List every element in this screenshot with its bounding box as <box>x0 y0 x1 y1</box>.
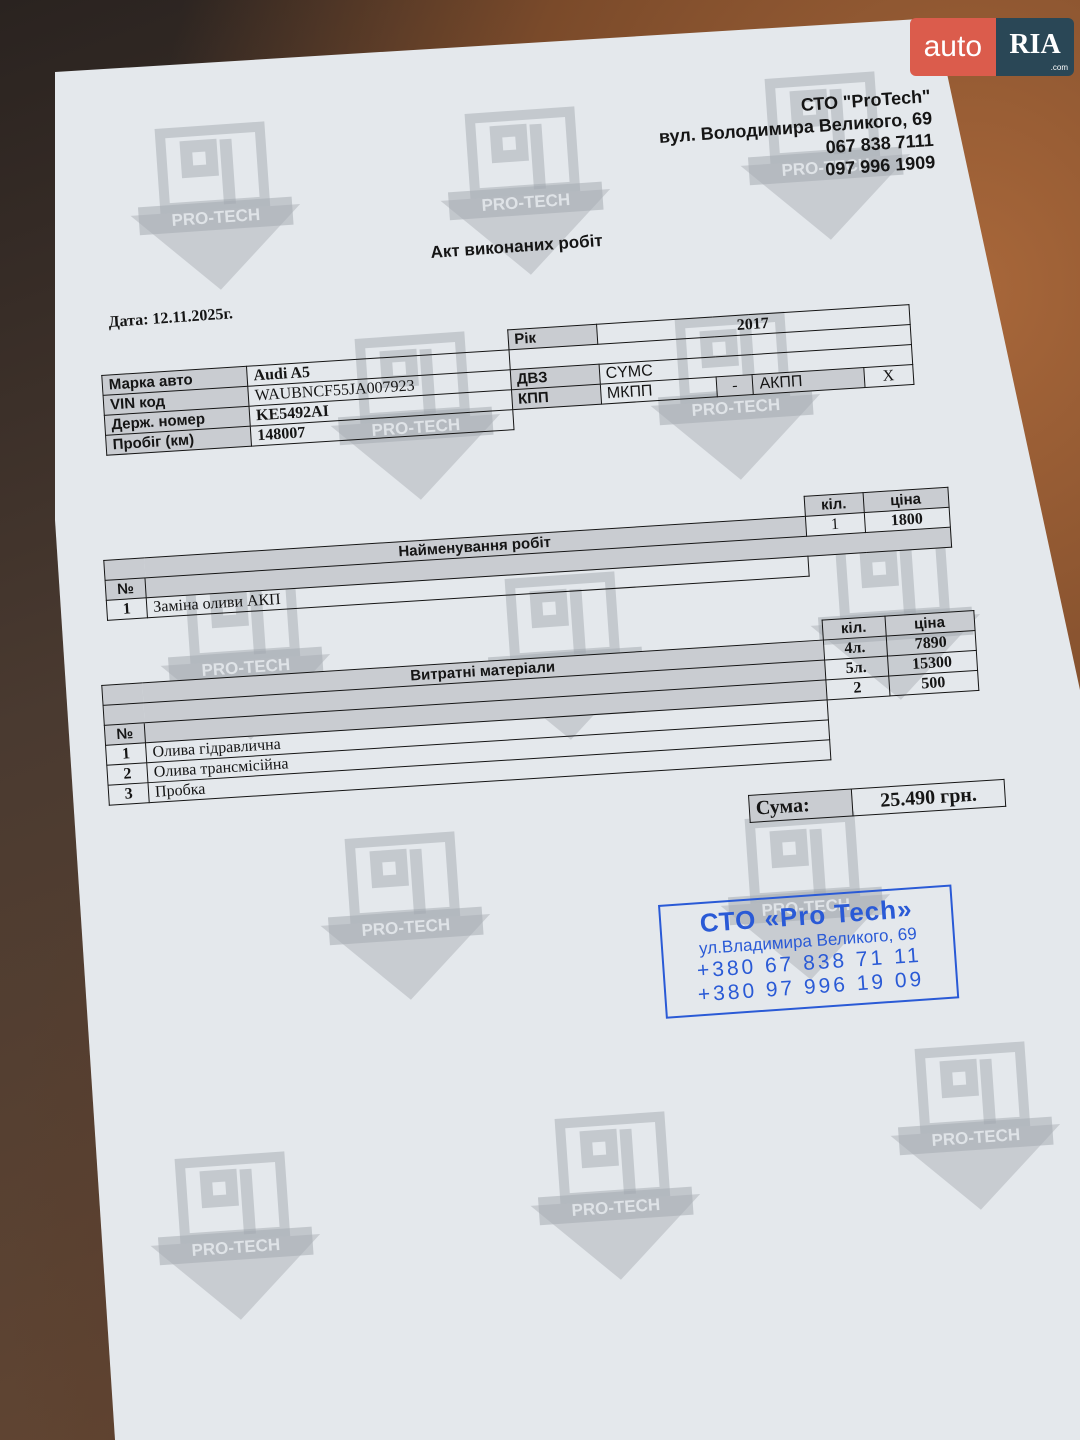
watermark-logo-icon: PRO-TECH <box>424 89 627 292</box>
watermark-logo-icon: PRO-TECH <box>314 314 517 517</box>
manual-mark: - <box>716 374 754 397</box>
document-date: Дата: 12.11.2025г. <box>108 305 234 331</box>
watermark-logo-icon: PRO-TECH <box>134 1134 337 1337</box>
badge-com-text: .com <box>1050 63 1068 72</box>
sum-value: 25.490 грн. <box>851 779 1006 816</box>
sum-label: Сума: <box>748 789 854 823</box>
badge-ria-logo: RIA .com <box>996 18 1074 76</box>
watermark-logo-icon: PRO-TECH <box>514 1094 717 1297</box>
watermark-logo-icon: PRO-TECH <box>724 54 927 257</box>
badge-auto-text: auto <box>909 18 996 76</box>
materials-num-3: 3 <box>108 782 150 806</box>
watermark-logo-icon: PRO-TECH <box>304 814 507 1017</box>
autoria-watermark-badge: auto RIA .com <box>909 18 1074 76</box>
company-stamp: СТО «Pro Tech» ул.Владимира Великого, 69… <box>658 884 960 1019</box>
works-num-header: № <box>105 577 147 601</box>
materials-num-2: 2 <box>106 762 148 786</box>
watermark-logo-icon: PRO-TECH <box>114 104 317 307</box>
materials-num-header: № <box>104 722 146 746</box>
watermark-logo-icon: PRO-TECH <box>704 794 907 997</box>
materials-num-1: 1 <box>105 742 147 766</box>
watermark-logo-icon: PRO-TECH <box>634 294 837 497</box>
works-row-num: 1 <box>106 597 148 621</box>
watermark-logo-icon: PRO-TECH <box>874 1024 1077 1227</box>
badge-ria-text: RIA <box>1009 29 1061 60</box>
